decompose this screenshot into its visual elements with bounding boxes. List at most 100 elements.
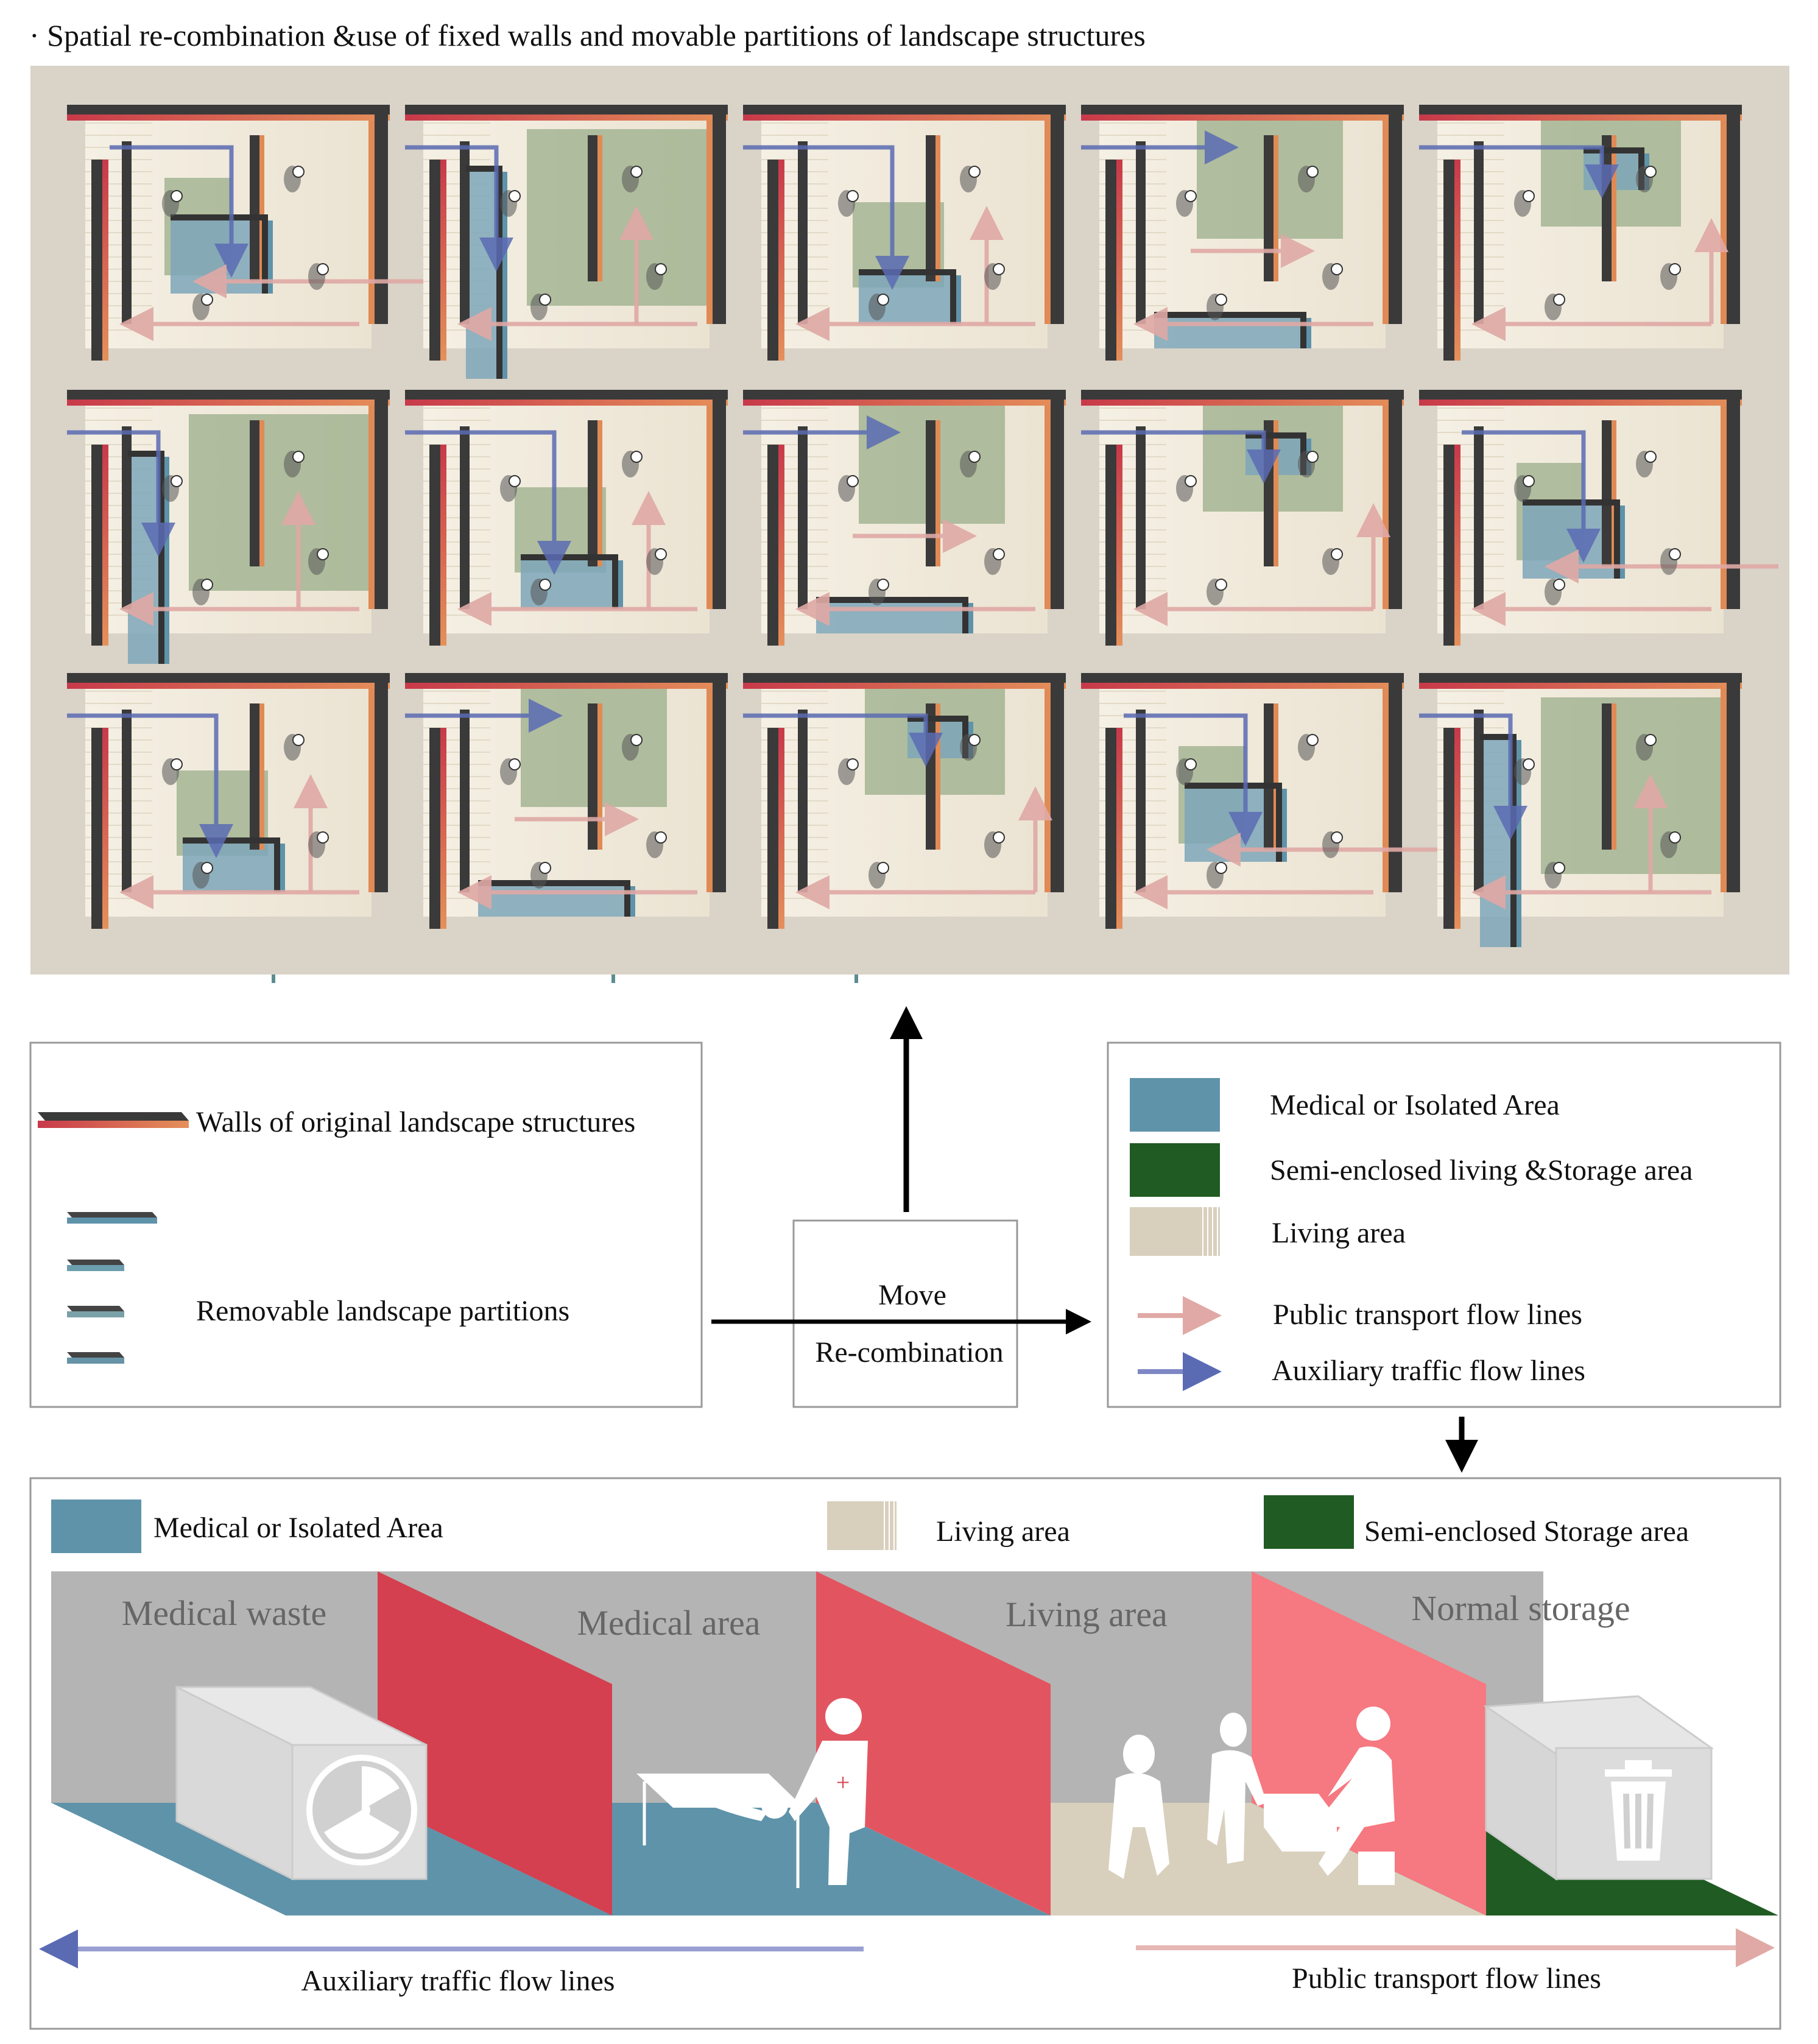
- fixed-wall-face: [1274, 703, 1278, 850]
- plan-module: [1419, 105, 1742, 361]
- fixed-wall-face: [440, 728, 446, 929]
- person-marker: [500, 475, 521, 502]
- removable-partition: [624, 880, 630, 917]
- legend-aux-label: Auxiliary traffic flow lines: [1272, 1355, 1585, 1387]
- person-marker: [622, 734, 643, 761]
- person-marker: [530, 862, 551, 889]
- fixed-wall-face: [1721, 406, 1727, 609]
- fixed-wall: [798, 141, 808, 324]
- aux-flow-line: [1419, 145, 1619, 199]
- plan-module: [1419, 390, 1778, 646]
- fixed-wall: [767, 445, 778, 646]
- removable-partition: [1154, 312, 1300, 318]
- legend-public-label: Public transport flow lines: [1273, 1299, 1582, 1331]
- fixed-wall-face: [935, 420, 940, 566]
- removable-partition: [496, 166, 502, 379]
- fixed-wall-face: [405, 400, 728, 406]
- fixed-wall: [1051, 673, 1064, 892]
- fixed-wall: [588, 135, 597, 281]
- fixed-wall: [1264, 135, 1274, 281]
- person-marker: [1176, 758, 1197, 785]
- walls-legend-box: [29, 1041, 703, 1408]
- person-marker: [1298, 734, 1319, 761]
- fixed-wall-face: [743, 115, 1066, 121]
- fixed-wall: [91, 160, 102, 361]
- fixed-wall: [743, 105, 1066, 115]
- fixed-wall-face: [368, 121, 375, 324]
- fixed-wall: [250, 703, 259, 850]
- person-marker: [646, 831, 667, 858]
- partitions-legend-label: Removable landscape partitions: [196, 1295, 569, 1327]
- fixed-wall-face: [597, 703, 602, 850]
- removable-partition: [466, 166, 496, 172]
- person-marker: [530, 579, 551, 605]
- removable-partition: [1480, 734, 1510, 740]
- person-marker: [1660, 263, 1681, 290]
- fixed-wall-face: [1454, 728, 1460, 929]
- removable-partition: [274, 837, 280, 892]
- plan-module: [405, 105, 728, 379]
- legend-storage-label: Semi-enclosed living &Storage area: [1270, 1154, 1693, 1186]
- person-marker: [960, 451, 981, 478]
- fixed-wall-face: [706, 121, 713, 324]
- person-marker: [622, 166, 643, 192]
- fixed-wall: [1389, 105, 1402, 324]
- fixed-wall: [1389, 673, 1402, 892]
- fixed-wall: [67, 390, 390, 400]
- person-marker: [308, 831, 329, 858]
- aux-flow-line: [1462, 430, 1601, 563]
- removable-partition: [1185, 783, 1276, 789]
- zone-label-medical-waste: Medical waste: [122, 1593, 327, 1633]
- removable-partition-face: [1282, 789, 1287, 862]
- fixed-wall-face: [1081, 683, 1404, 689]
- living-swatch-lines: [1202, 1207, 1218, 1256]
- person-marker: [984, 548, 1005, 575]
- removable-partition-face: [1620, 506, 1625, 579]
- partition-1: [378, 1571, 612, 1915]
- person-marker: [1545, 294, 1565, 320]
- module-grid: [67, 105, 1778, 947]
- person-marker: [838, 190, 859, 217]
- aux-flow-line: [67, 713, 233, 858]
- fixed-wall-face: [67, 683, 390, 689]
- bottom-living-swatch: [827, 1501, 897, 1550]
- fixed-wall: [743, 390, 1066, 400]
- fixed-wall: [1419, 390, 1742, 400]
- fixed-wall: [1081, 390, 1404, 400]
- fixed-wall-face: [67, 115, 390, 121]
- fixed-wall: [1474, 141, 1484, 324]
- fixed-wall: [767, 728, 778, 929]
- removable-partition: [859, 269, 950, 275]
- move-box: [792, 1219, 1018, 1408]
- floor-medical-left: [51, 1803, 286, 1915]
- fixed-wall: [460, 141, 470, 324]
- fixed-wall-face: [1116, 160, 1122, 361]
- fixed-wall: [1081, 105, 1404, 115]
- aux-flow-line: [67, 430, 175, 557]
- aux-flow-line: [743, 713, 943, 767]
- removable-partition-face: [164, 457, 169, 664]
- person-marker: [308, 263, 329, 290]
- move-label: Move: [878, 1279, 946, 1311]
- fixed-wall-face: [1116, 445, 1122, 646]
- public-flow-label: Public transport flow lines: [1292, 1962, 1601, 1995]
- fixed-wall: [1264, 703, 1274, 850]
- person-marker: [1176, 190, 1197, 217]
- person-marker: [500, 190, 521, 217]
- radiation-icon: [306, 1755, 417, 1866]
- person-marker: [1207, 862, 1227, 889]
- removable-partition-face: [618, 560, 623, 609]
- removable-partition-face: [630, 886, 635, 917]
- fixed-wall: [375, 673, 388, 892]
- removable-partition: [262, 214, 268, 294]
- fixed-wall-face: [259, 135, 264, 281]
- fixed-wall: [1727, 105, 1740, 324]
- fixed-wall-face: [259, 703, 264, 850]
- medical-swatch: [1130, 1078, 1220, 1132]
- person-marker: [1298, 166, 1319, 192]
- fixed-wall-face: [1383, 406, 1389, 609]
- legend-medical-label: Medical or Isolated Area: [1270, 1089, 1560, 1121]
- fixed-wall-face: [935, 703, 940, 850]
- fixed-wall-face: [1274, 135, 1278, 281]
- plan-module: [67, 390, 390, 664]
